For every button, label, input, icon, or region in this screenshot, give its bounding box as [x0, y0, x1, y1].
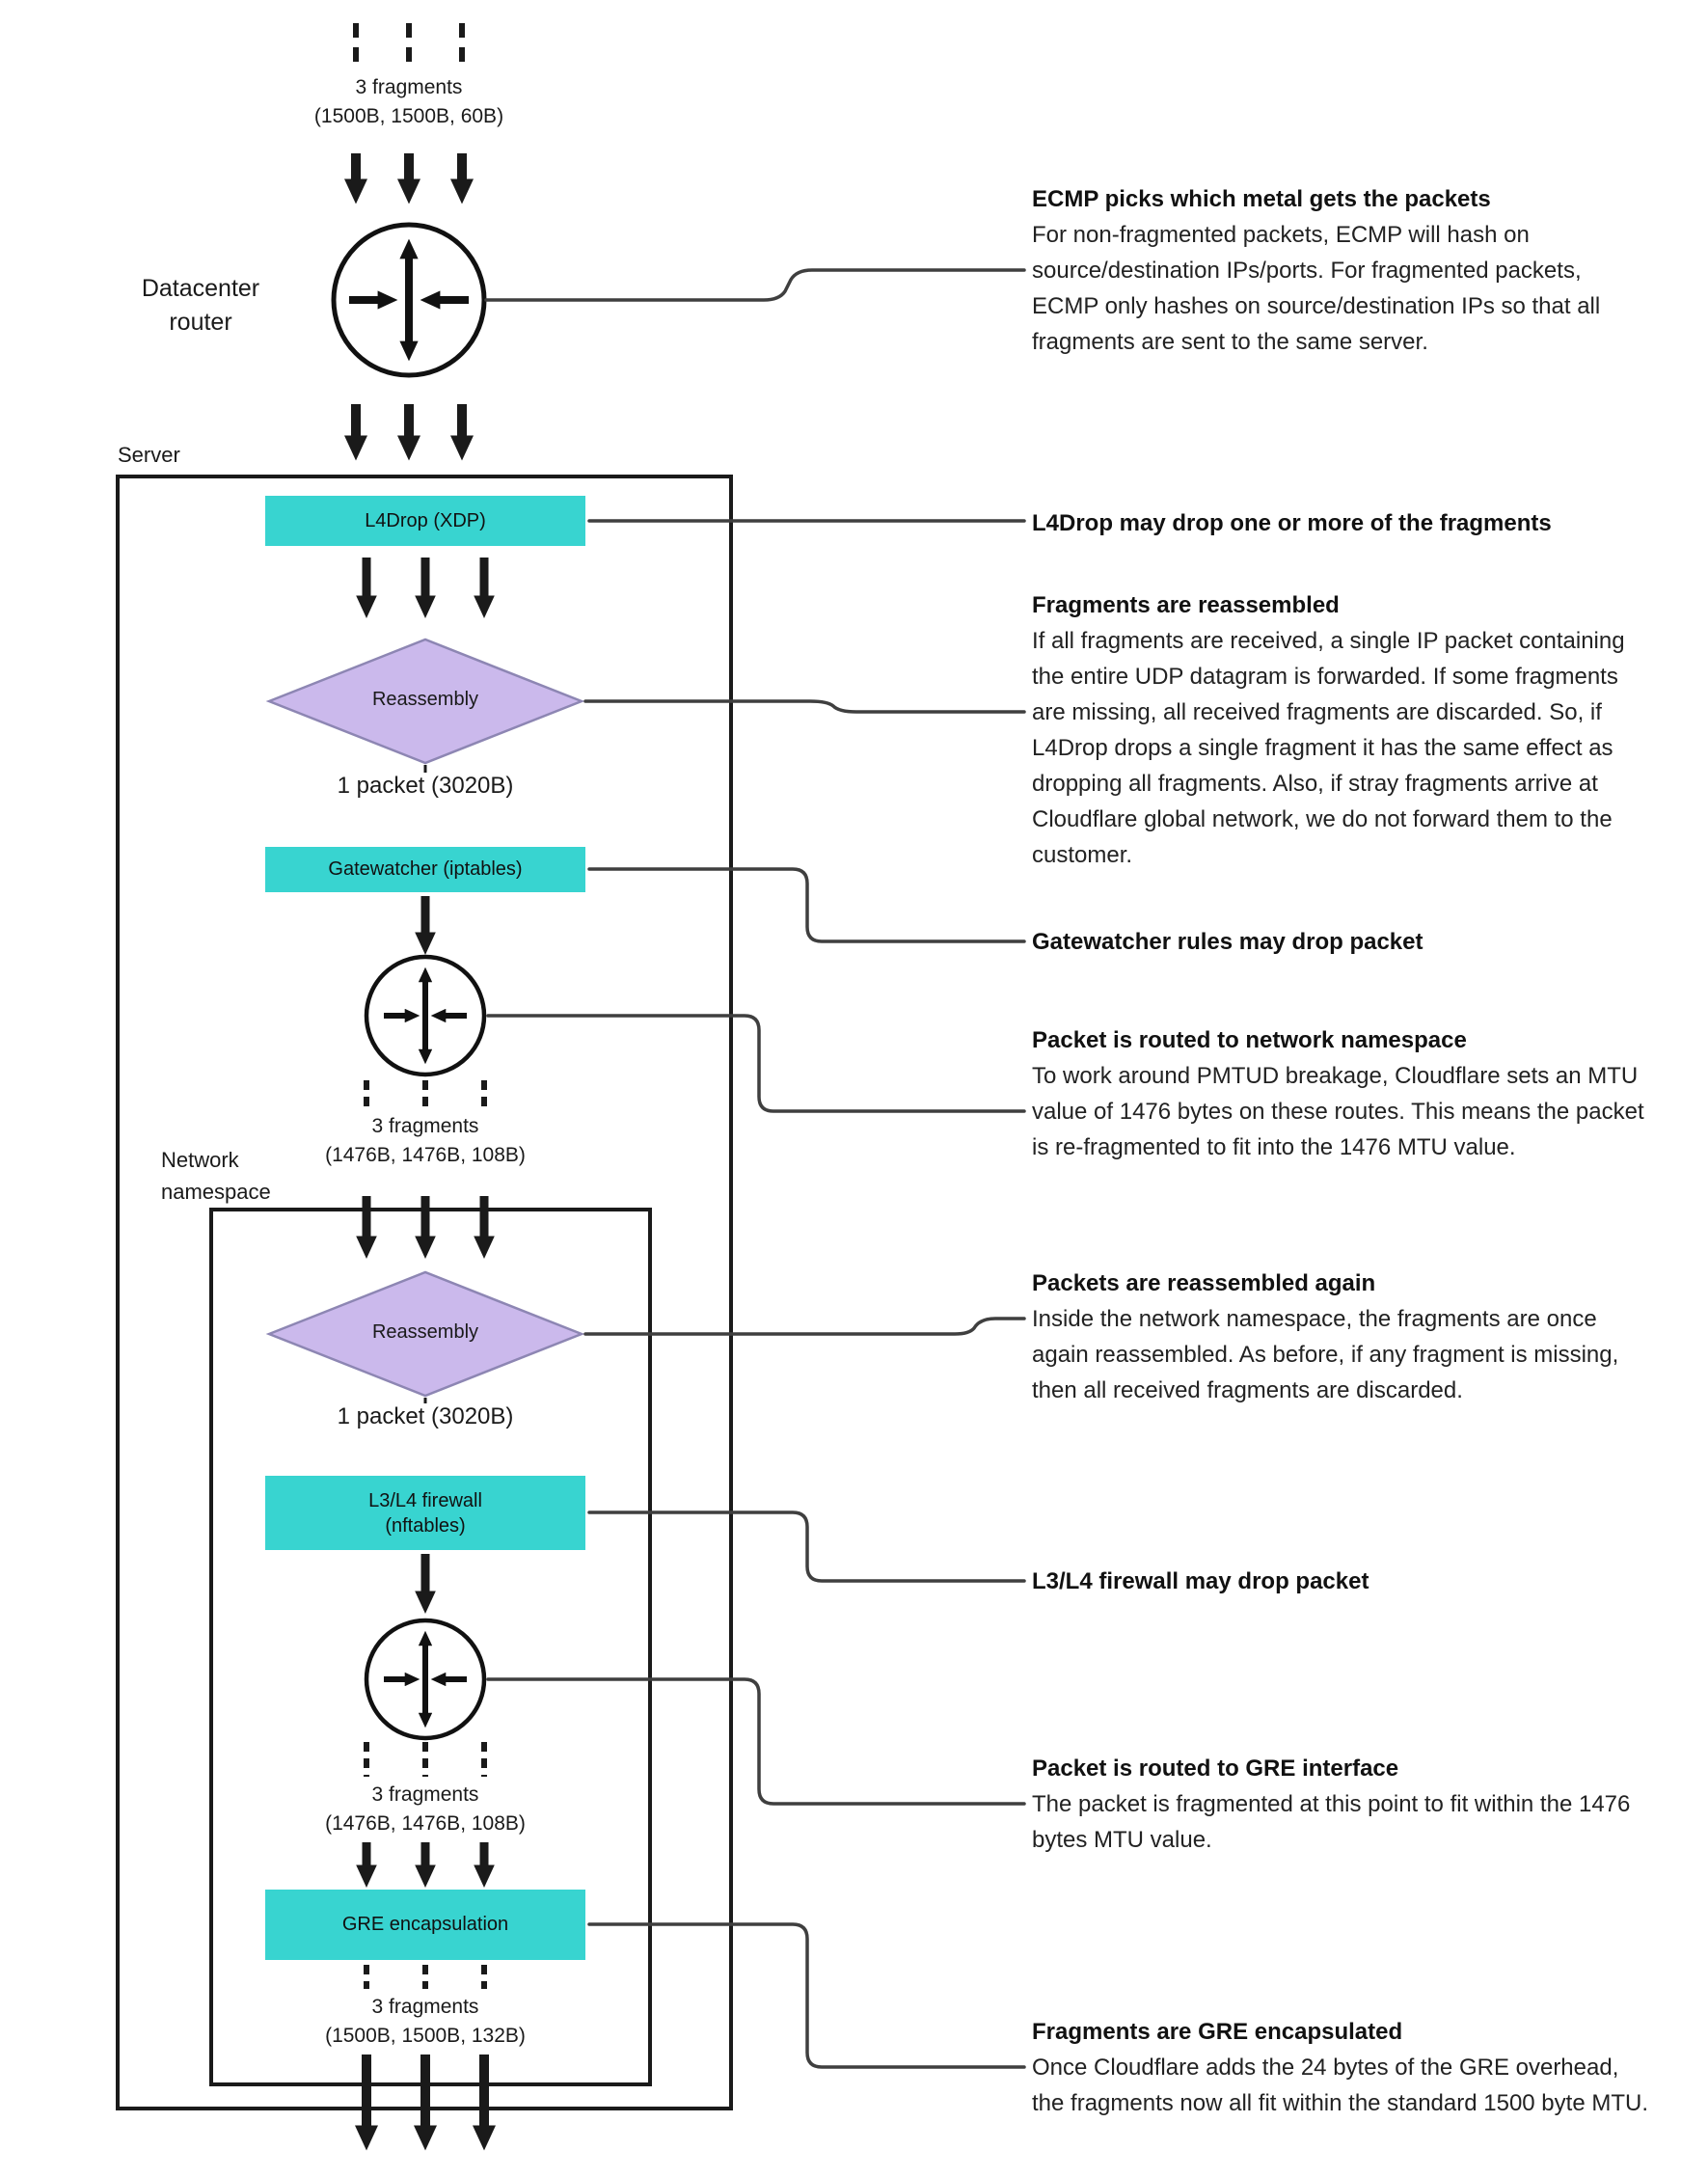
annotation-gatewatcher: Gatewatcher rules may drop packet	[1032, 924, 1649, 960]
mid-fragments-label-2: 3 fragments (1476B, 1476B, 108B)	[281, 1781, 570, 1838]
firewall-label-line1: L3/L4 firewall	[368, 1489, 482, 1511]
annotation-l4drop: L4Drop may drop one or more of the fragm…	[1032, 505, 1649, 541]
server-box-label: Server	[118, 443, 180, 467]
network-namespace-box	[209, 1208, 652, 2086]
gatewatcher-label: Gatewatcher (iptables)	[328, 858, 523, 880]
route-icon-3	[364, 1618, 487, 1741]
annotation-routed-namespace-title: Packet is routed to network namespace	[1032, 1027, 1467, 1053]
datacenter-router-icon	[331, 222, 487, 378]
top-fragments-count: 3 fragments	[355, 76, 463, 98]
firewall-label-line2: (nftables)	[385, 1514, 466, 1537]
annotation-reassembled-title: Fragments are reassembled	[1032, 592, 1340, 618]
datacenter-router-label: Datacenter router	[141, 275, 260, 336]
reassembly-2-label: Reassembly	[371, 1321, 479, 1343]
annotation-reassembled-body: If all fragments are received, a single …	[1032, 628, 1625, 868]
mid-fragments-label-1: 3 fragments (1476B, 1476B, 108B)	[281, 1112, 570, 1170]
annotation-reassembled-again-title: Packets are reassembled again	[1032, 1270, 1376, 1296]
annotation-routed-gre-body: The packet is fragmented at this point t…	[1032, 1791, 1631, 1853]
mid-fragments-2-count: 3 fragments	[371, 1783, 479, 1806]
annotation-gre-encapsulated-title: Fragments are GRE encapsulated	[1032, 2019, 1403, 2045]
annotation-routed-gre: Packet is routed to GRE interface The pa…	[1032, 1751, 1649, 1858]
gatewatcher-box: Gatewatcher (iptables)	[265, 847, 585, 892]
bottom-fragments-sizes: (1500B, 1500B, 132B)	[325, 2025, 526, 2047]
l4drop-label: L4Drop (XDP)	[365, 509, 486, 531]
reassembly-diamond-2	[265, 1270, 585, 1398]
annotation-routed-gre-title: Packet is routed to GRE interface	[1032, 1755, 1399, 1782]
annotation-ecmp: ECMP picks which metal gets the packets …	[1032, 181, 1649, 360]
packet-1-label: 1 packet (3020B)	[337, 773, 514, 799]
annotation-routed-namespace-body: To work around PMTUD breakage, Cloudflar…	[1032, 1063, 1644, 1160]
annotation-reassembled-again: Packets are reassembled again Inside the…	[1032, 1265, 1649, 1408]
annotation-gre-encapsulated: Fragments are GRE encapsulated Once Clou…	[1032, 2014, 1649, 2121]
annotation-l4drop-title: L4Drop may drop one or more of the fragm…	[1032, 510, 1552, 536]
annotation-ecmp-body: For non-fragmented packets, ECMP will ha…	[1032, 222, 1601, 355]
firewall-box: L3/L4 firewall (nftables)	[265, 1476, 585, 1550]
annotation-firewall-title: L3/L4 firewall may drop packet	[1032, 1568, 1369, 1594]
top-fragments-sizes: (1500B, 1500B, 60B)	[313, 105, 504, 127]
route-icon-2	[364, 954, 487, 1077]
annotation-routed-namespace: Packet is routed to network namespace To…	[1032, 1022, 1649, 1165]
reassembly-1-label: Reassembly	[371, 689, 479, 710]
annotation-ecmp-title: ECMP picks which metal gets the packets	[1032, 186, 1491, 212]
annotation-firewall: L3/L4 firewall may drop packet	[1032, 1564, 1649, 1599]
reassembly-diamond-1	[265, 638, 585, 765]
annotation-gatewatcher-title: Gatewatcher rules may drop packet	[1032, 929, 1423, 955]
packet-2-label: 1 packet (3020B)	[337, 1403, 514, 1429]
top-fragments-label: 3 fragments (1500B, 1500B, 60B)	[264, 73, 554, 131]
l4drop-box: L4Drop (XDP)	[265, 496, 585, 546]
gre-label: GRE encapsulation	[341, 1914, 509, 1935]
annotation-reassembled-again-body: Inside the network namespace, the fragme…	[1032, 1306, 1619, 1403]
bottom-fragments-count: 3 fragments	[371, 1996, 479, 2018]
annotation-gre-encapsulated-body: Once Cloudflare adds the 24 bytes of the…	[1032, 2055, 1648, 2116]
mid-fragments-2-sizes: (1476B, 1476B, 108B)	[325, 1812, 526, 1835]
mid-fragments-1-sizes: (1476B, 1476B, 108B)	[325, 1144, 526, 1166]
network-namespace-label: Network namespace	[161, 1148, 271, 1204]
bottom-fragments-label: 3 fragments (1500B, 1500B, 132B)	[281, 1993, 570, 2051]
annotation-reassembled: Fragments are reassembled If all fragmen…	[1032, 587, 1649, 873]
gre-box: GRE encapsulation	[265, 1890, 585, 1960]
mid-fragments-1-count: 3 fragments	[371, 1115, 479, 1137]
